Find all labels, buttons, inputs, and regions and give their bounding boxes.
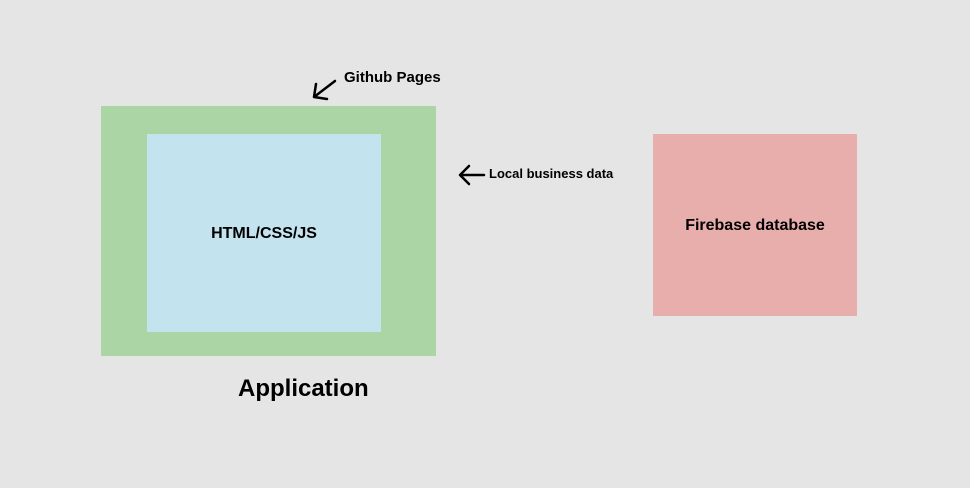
firebase-database-box: Firebase database (653, 134, 857, 316)
application-label: Application (238, 375, 369, 402)
html-css-js-label: HTML/CSS/JS (211, 225, 317, 242)
local-business-data-label: Local business data (489, 166, 614, 181)
arrow-left-icon (458, 164, 486, 186)
firebase-database-label: Firebase database (685, 217, 825, 234)
arrow-down-left-icon (312, 79, 337, 101)
github-pages-label: Github Pages (344, 69, 441, 86)
html-css-js-box: HTML/CSS/JS (147, 134, 381, 332)
